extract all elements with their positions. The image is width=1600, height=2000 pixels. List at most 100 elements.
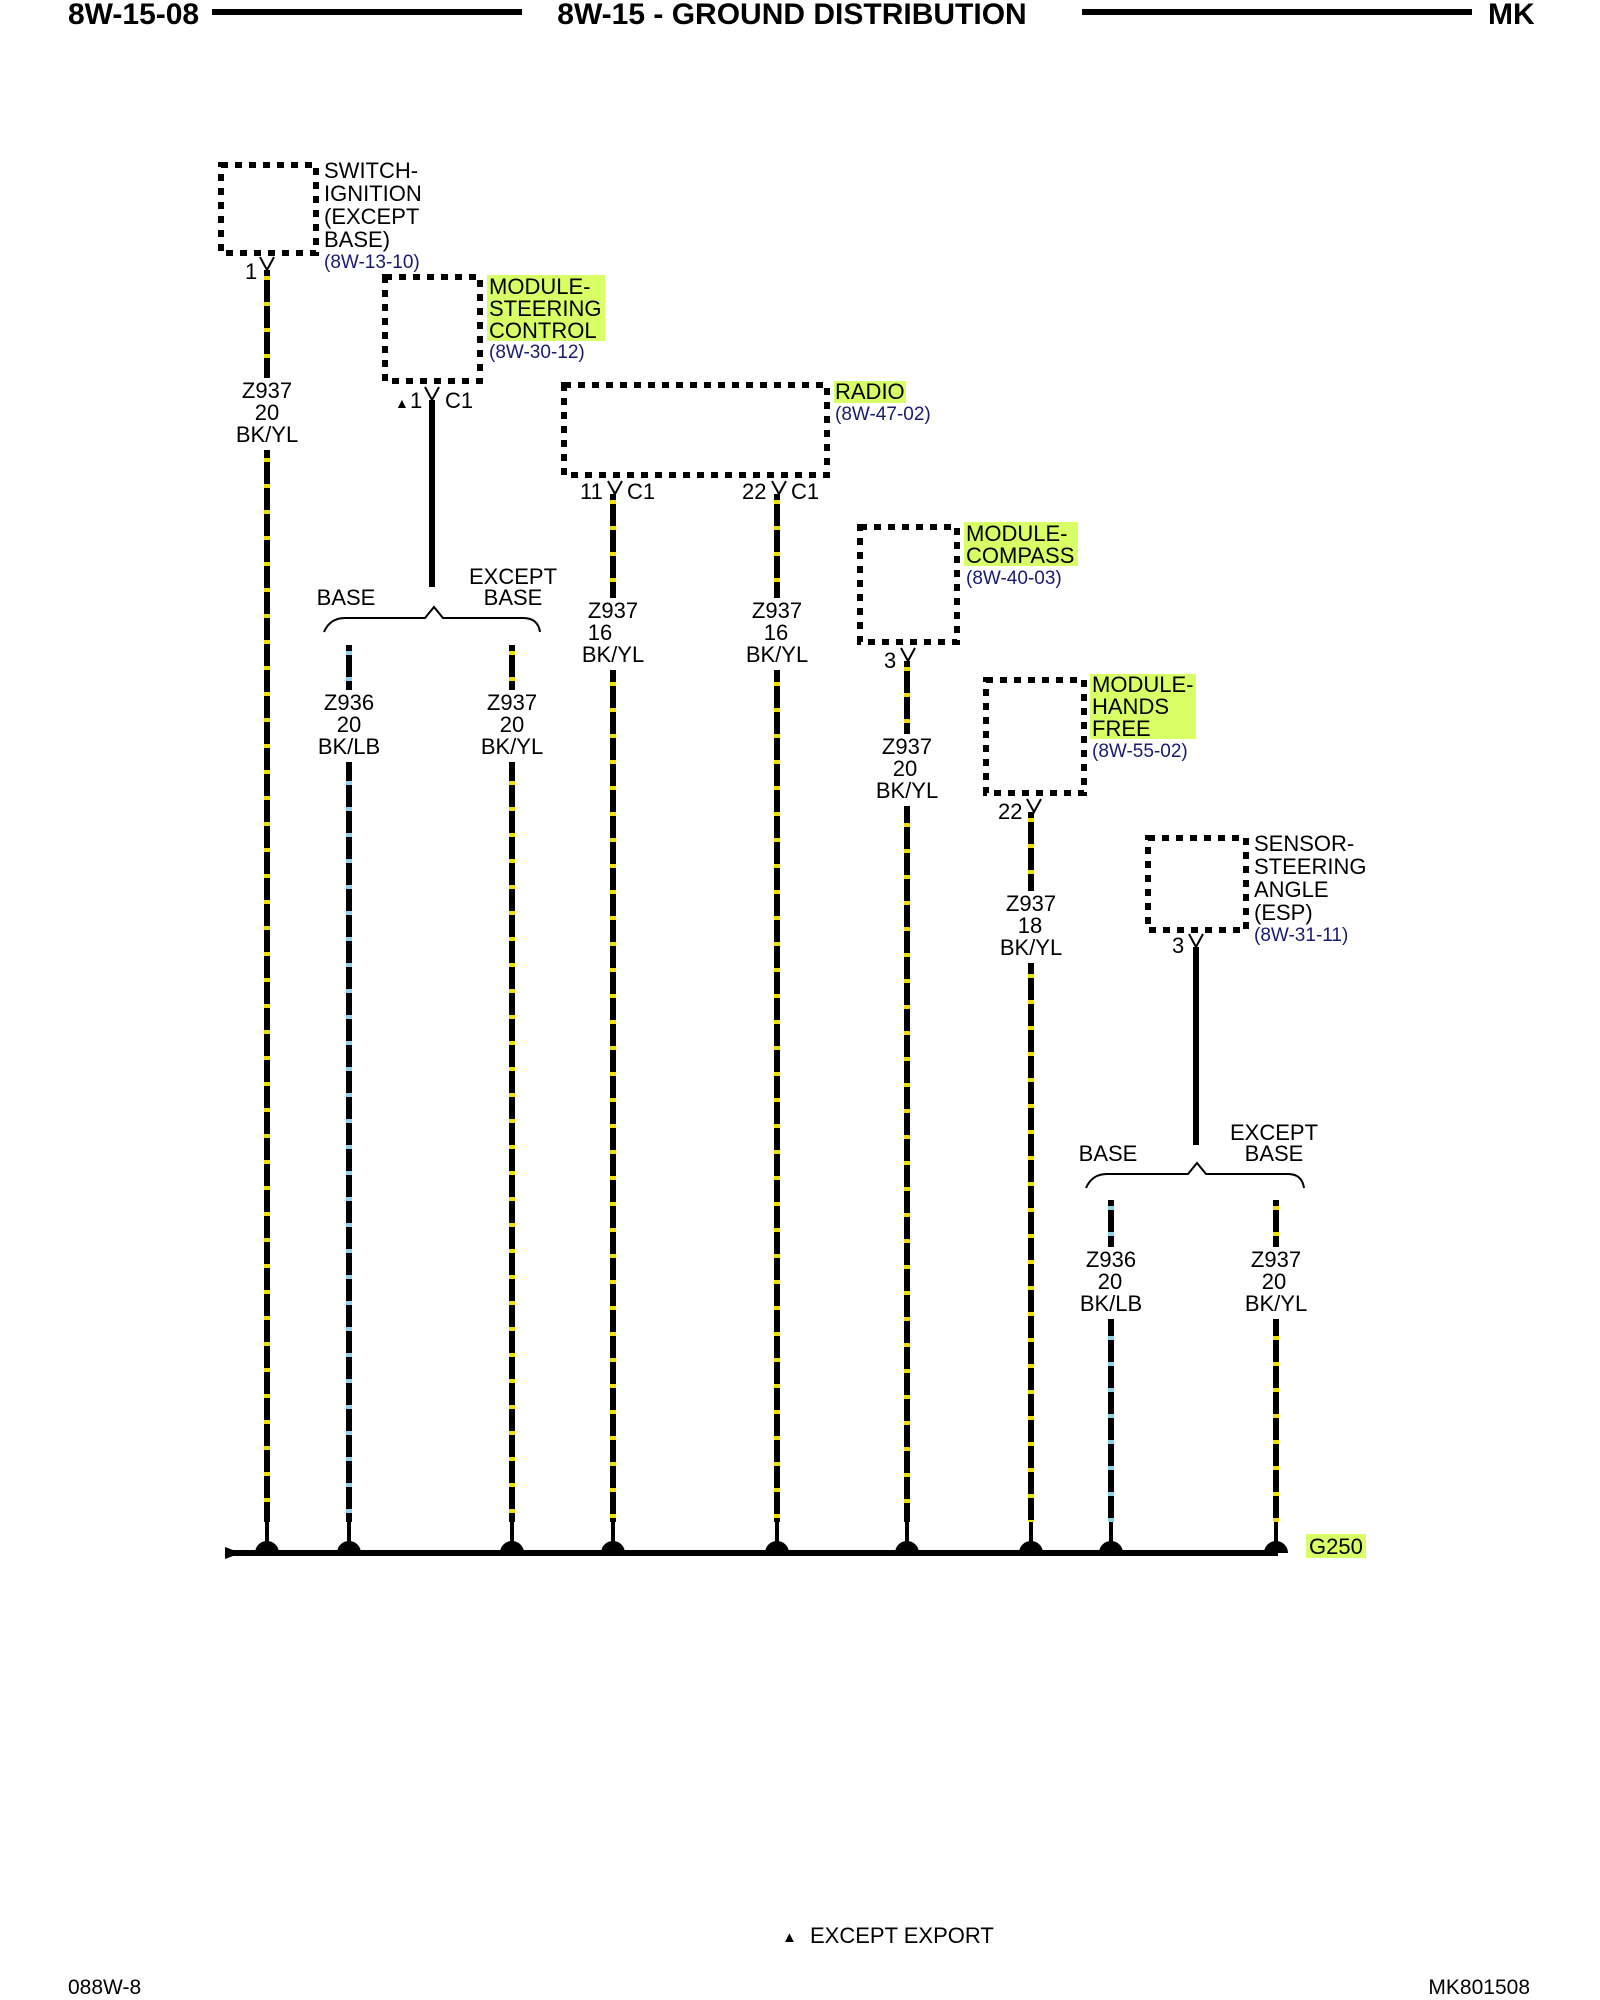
wire-w6-circuit: Z937 (882, 734, 932, 759)
legend: ▲ EXCEPT EXPORT (782, 1923, 994, 1948)
module-steering-control-ref: (8W-30-12) (489, 342, 585, 363)
split-bracket (323, 605, 541, 633)
module-steering-control-box (382, 274, 483, 384)
module-hands-free-pin: 22 (998, 799, 1022, 824)
module-compass-ref: (8W-40-03) (966, 568, 1062, 589)
module-steering-control-label-1: MODULE- (489, 274, 590, 299)
module-hands-free-label-3: FREE (1092, 716, 1151, 741)
highlight (964, 522, 1078, 566)
wire-w8-color: BK/LB (1080, 1291, 1142, 1316)
radio-box (561, 382, 830, 478)
label-mask (1076, 1247, 1146, 1319)
component-sensor-steering-angle: SENSOR- STEERING ANGLE (ESP) (8W-31-11) … (1145, 831, 1366, 958)
wire-w3-gauge: 20 (500, 712, 524, 737)
header-model: MK (1488, 0, 1535, 31)
wire-w9-gauge: 20 (1262, 1269, 1286, 1294)
split-right: BASE EXCEPT BASE (1079, 1120, 1318, 1189)
wire-w1-color: BK/YL (236, 422, 298, 447)
label-mask (742, 598, 812, 670)
wire-w8-circuit: Z936 (1086, 1247, 1136, 1272)
ground-splice-w7 (1019, 1541, 1043, 1553)
label-mask (1241, 1247, 1311, 1319)
ground-label: G250 (1309, 1534, 1363, 1559)
ground-splice-w2 (337, 1541, 361, 1553)
switch-ignition-box (218, 162, 319, 256)
wire-w6-gauge: 20 (893, 756, 917, 781)
ground-bus: G250 (225, 1534, 1366, 1559)
label-mask (872, 734, 942, 806)
wire-w6-color: BK/YL (876, 778, 938, 803)
switch-ignition-label-1: SWITCH- (324, 158, 418, 183)
module-hands-free-box (983, 677, 1087, 796)
wire-w1-circuit: Z937 (242, 378, 292, 403)
wire-w8-gauge: 20 (1098, 1269, 1122, 1294)
module-hands-free-label-1: MODULE- (1092, 672, 1193, 697)
connector-arrow (259, 256, 275, 273)
module-steering-control-pin: 1 (410, 388, 422, 413)
wire-w7-circuit: Z937 (1006, 891, 1056, 916)
sensor-steering-angle-label-1: SENSOR- (1254, 831, 1354, 856)
sensor-steering-angle-pin: 3 (1172, 933, 1184, 958)
ground-splice-w3 (500, 1541, 524, 1553)
switch-ignition-pin: 1 (245, 259, 257, 284)
highlight (487, 275, 605, 341)
split-right-except-label-1: EXCEPT (1230, 1120, 1318, 1145)
wire-group (264, 270, 1279, 1553)
wire-w5-color: BK/YL (746, 642, 808, 667)
module-hands-free-ref: (8W-55-02) (1092, 741, 1188, 762)
component-module-steering-control: MODULE- STEERING CONTROL (8W-30-12) ▲ 1 … (382, 274, 605, 413)
legend-marker: ▲ (782, 1929, 797, 1946)
wire-w5-circuit: Z937 (752, 598, 802, 623)
radio-pin-11: 11 (580, 479, 603, 504)
switch-ignition-label-4: BASE) (324, 227, 390, 252)
label-mask (996, 891, 1066, 963)
wire-w7-color: BK/YL (1000, 935, 1062, 960)
module-compass-label-2: COMPASS (966, 543, 1074, 568)
wire-w4-circuit: Z937 (588, 598, 638, 623)
ground-splice-w4 (601, 1541, 625, 1553)
connector-arrow (607, 480, 623, 497)
radio-ref: (8W-47-02) (835, 404, 931, 425)
label-mask (477, 690, 547, 762)
highlight (1306, 1534, 1366, 1558)
header-page-number: 8W-15-08 (68, 0, 199, 31)
module-steering-control-label-2: STEERING (489, 296, 601, 321)
radio-pin-22: 22 (742, 479, 766, 504)
ground-splice-w6 (895, 1541, 919, 1553)
wire-w5-gauge: 16 (764, 620, 788, 645)
ground-splices (255, 1541, 1288, 1553)
wire-label-group: Z937 20 BK/YL Z936 20 BK/LB Z937 20 BK/Y… (232, 378, 1311, 1319)
connector-arrow (1026, 798, 1042, 815)
ground-splice-w8 (1099, 1541, 1123, 1553)
module-steering-control-connector: C1 (445, 388, 473, 413)
sensor-steering-angle-ref: (8W-31-11) (1254, 925, 1348, 946)
radio-label: RADIO (835, 379, 905, 404)
radio-connector-1: C1 (627, 479, 655, 504)
split-left-base-label: BASE (317, 585, 376, 610)
connector-arrow (424, 386, 440, 403)
module-compass-pin: 3 (884, 648, 896, 673)
component-switch-ignition: SWITCH- IGNITION (EXCEPT BASE) (8W-13-10… (218, 158, 422, 284)
module-compass-box (857, 524, 960, 645)
wire-w2-circuit: Z936 (324, 690, 374, 715)
switch-ignition-label-3: (EXCEPT (324, 204, 419, 229)
split-left: BASE EXCEPT BASE (317, 564, 557, 633)
module-hands-free-label-2: HANDS (1092, 694, 1169, 719)
sensor-steering-angle-label-3: ANGLE (1254, 877, 1329, 902)
split-bracket (1085, 1161, 1305, 1189)
ground-splice-w5 (765, 1541, 789, 1553)
component-module-compass: MODULE- COMPASS (8W-40-03) 3 (857, 521, 1078, 673)
header-title: 8W-15 - GROUND DISTRIBUTION (557, 0, 1026, 31)
wire-w7-gauge: 18 (1018, 913, 1042, 938)
label-mask (578, 598, 648, 670)
wire-w3-color: BK/YL (481, 734, 543, 759)
connector-arrow (1188, 933, 1204, 950)
sensor-steering-angle-box (1145, 835, 1249, 933)
wire-w1-gauge: 20 (255, 400, 279, 425)
ground-splice-w1 (255, 1541, 279, 1553)
component-radio: RADIO (8W-47-02) 11 C1 22 C1 (561, 379, 931, 504)
label-mask (232, 378, 302, 450)
wire-w9-color: BK/YL (1245, 1291, 1307, 1316)
sensor-steering-angle-label-4: (ESP) (1254, 900, 1313, 925)
